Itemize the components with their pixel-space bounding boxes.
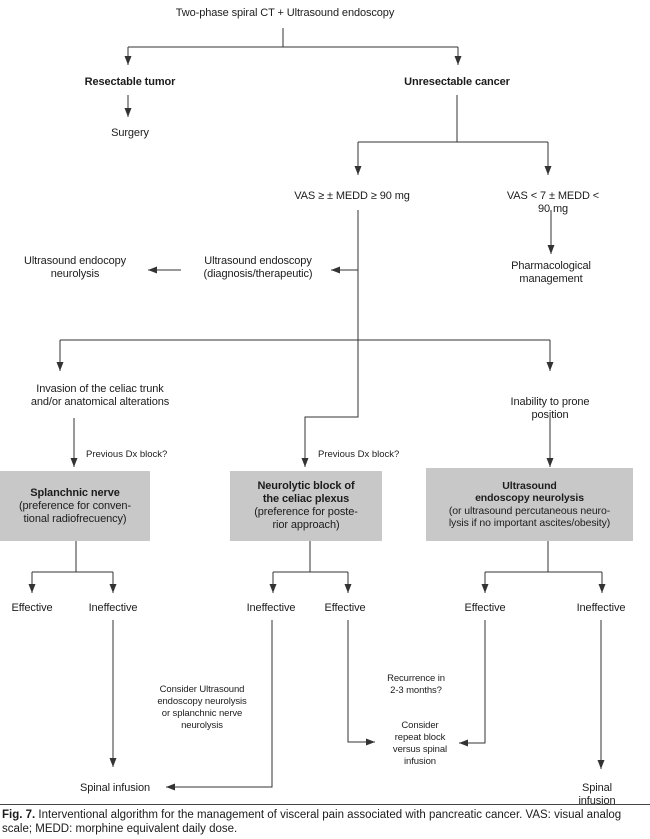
label-previous-dx-block-left: Previous Dx block? <box>86 449 168 460</box>
node-spinal-infusion-left: Spinal infusion <box>79 782 151 794</box>
node-vas-low: VAS < 7 ± MEDD < 90 mg <box>506 190 600 215</box>
outcome-right-effective: Effective <box>464 602 506 614</box>
outcome-middle-effective: Effective <box>324 602 366 614</box>
outcome-right-ineffective: Ineffective <box>576 602 626 614</box>
node-ultrasound-endocopy-neurolysis: Ultrasound endocopy neurolysis <box>23 255 127 280</box>
box-splanchnic-nerve: Splanchnic nerve (preference for conven-… <box>0 471 150 541</box>
outcome-left-ineffective: Ineffective <box>88 602 138 614</box>
note-consider-ultrasound-neurolysis: Consider Ultrasound endoscopy neurolysis… <box>157 684 247 731</box>
node-inability-prone-position: Inability to prone position <box>510 396 590 421</box>
node-pharmacological-management: Pharmacological management <box>511 260 591 285</box>
node-invasion-celiac-trunk: Invasion of the celiac trunk and/or anat… <box>30 383 170 408</box>
outcome-left-effective: Effective <box>11 602 53 614</box>
box-neurolytic-celiac-plexus: Neurolytic block of the celiac plexus (p… <box>230 471 382 541</box>
outcome-middle-ineffective: Ineffective <box>246 602 296 614</box>
node-ultrasound-endoscopy-diagnostic: Ultrasound endoscopy (diagnosis/therapeu… <box>203 255 313 280</box>
note-consider-repeat-block: Consider repeat block versus spinal infu… <box>392 720 448 767</box>
box-splanchnic-title: Splanchnic nerve <box>30 486 120 499</box>
node-surgery: Surgery <box>111 127 149 139</box>
line-right-effective-repeat <box>459 620 486 747</box>
box-splanchnic-detail: (preference for conven- tional radiofrec… <box>18 499 132 525</box>
node-unresectable-cancer: Unresectable cancer <box>404 76 510 88</box>
line-middle-ineffective-spinal <box>166 620 273 791</box>
box-neurolytic-title: Neurolytic block of the celiac plexus <box>257 480 355 505</box>
node-resectable-tumor: Resectable tumor <box>84 76 176 88</box>
node-title: Two-phase spiral CT + Ultrasound endosco… <box>175 7 395 19</box>
box-neurolytic-detail: (preference for poste- rior approach) <box>254 506 358 531</box>
box-ultrasound-title: Ultrasound endoscopy neurolysis <box>475 479 584 505</box>
figure-caption: Fig. 7. Interventional algorithm for the… <box>0 804 650 836</box>
box-ultrasound-detail: (or ultrasound percutaneous neuro- lysis… <box>448 504 611 530</box>
figure-caption-text: Interventional algorithm for the managem… <box>2 809 622 835</box>
box-ultrasound-endoscopy-neurolysis: Ultrasound endoscopy neurolysis (or ultr… <box>426 468 633 541</box>
line-middle-effective-repeat <box>347 620 375 746</box>
label-previous-dx-block-middle: Previous Dx block? <box>318 449 400 460</box>
figure-caption-label: Fig. 7. <box>2 809 36 821</box>
node-vas-high: VAS ≥ ± MEDD ≥ 90 mg <box>294 190 410 202</box>
note-recurrence: Recurrence in 2-3 months? <box>387 673 445 696</box>
connector-vas-main-line <box>301 210 359 467</box>
